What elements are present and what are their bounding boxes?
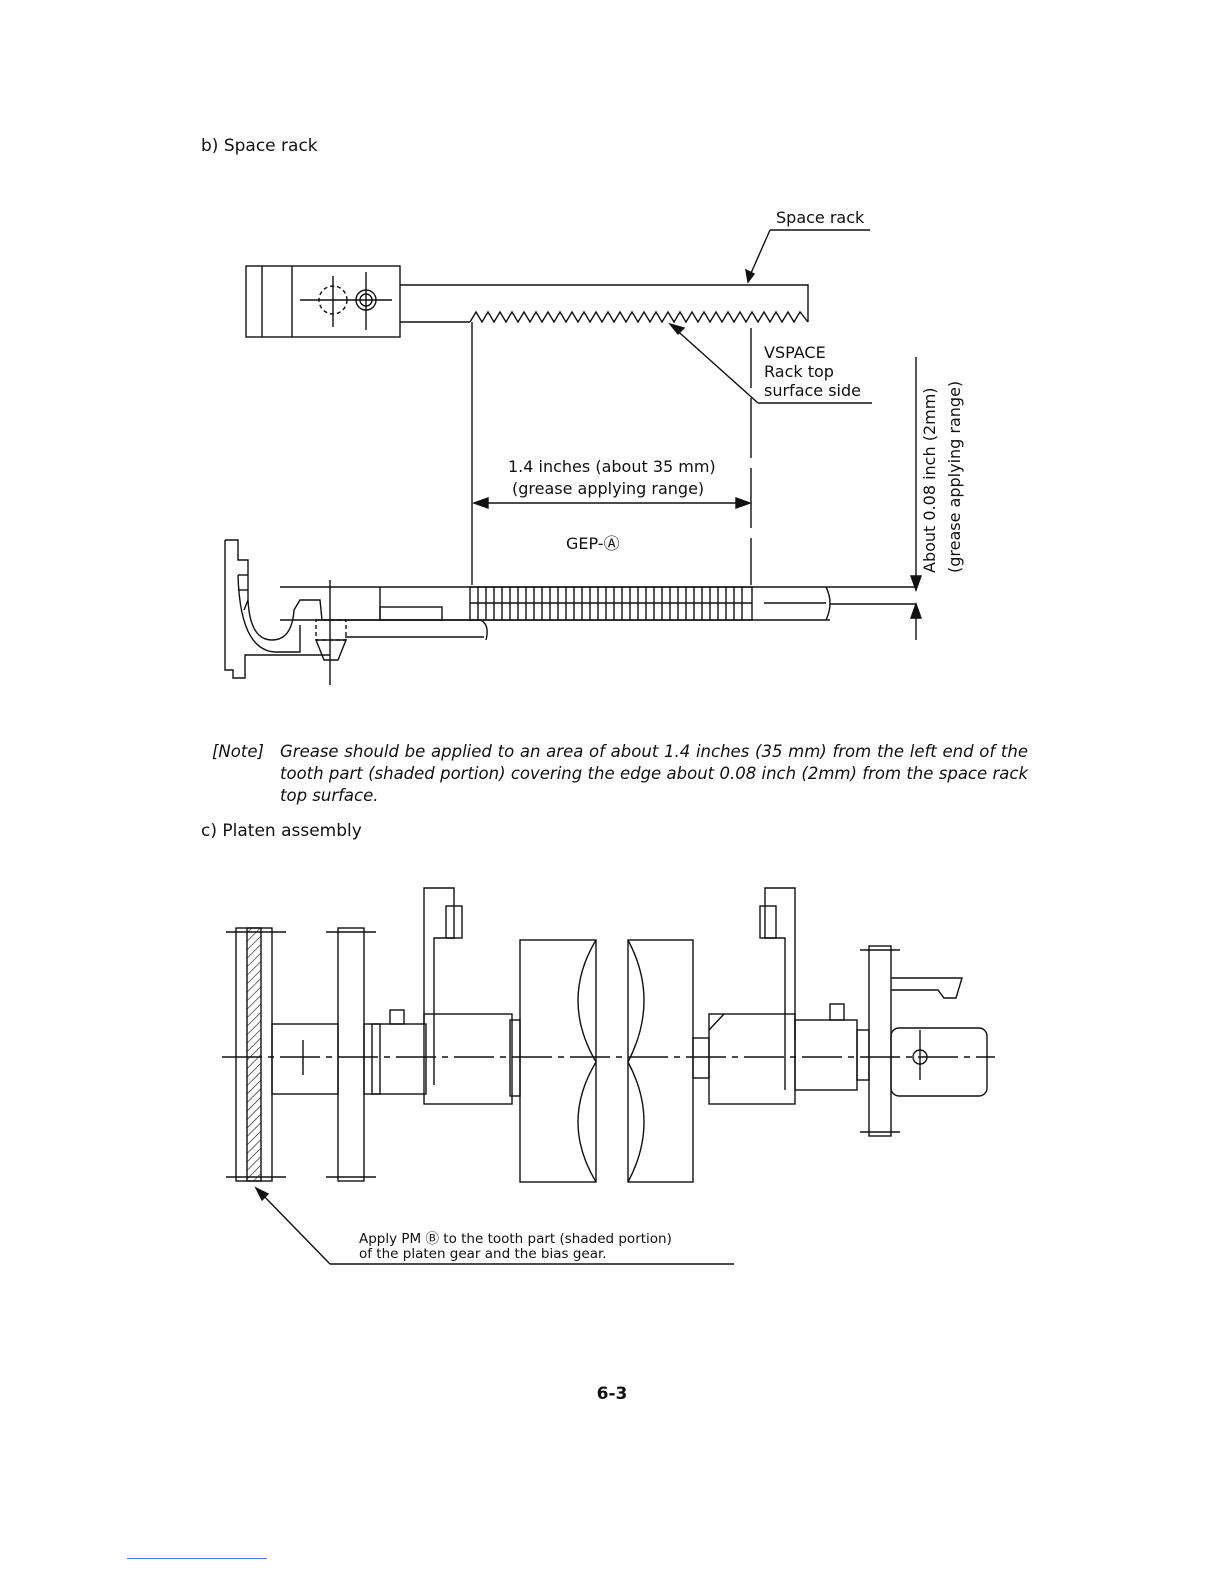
- label-vspace: VSPACE: [764, 343, 826, 362]
- note-label: [Note]: [212, 742, 264, 761]
- section-heading-platen-assembly: c) Platen assembly: [201, 821, 362, 841]
- dimension-length-sublabel: (grease applying range): [512, 479, 705, 498]
- grease-code-label: GEP-Ⓐ: [566, 534, 620, 553]
- footer-rule: [127, 1558, 267, 1559]
- bias-gear: [326, 927, 376, 1182]
- label-surface-side: surface side: [764, 381, 861, 400]
- right-bracket: [860, 945, 988, 1137]
- space-rack-top-view: [245, 265, 809, 338]
- platen-roller: [519, 939, 694, 1183]
- space-rack-side-view: [224, 539, 916, 685]
- dimension-length-label: 1.4 inches (about 35 mm): [508, 457, 716, 476]
- section-heading-space-rack: b) Space rack: [201, 136, 318, 156]
- platen-gear: [226, 927, 286, 1182]
- label-rack-top: Rack top: [764, 362, 834, 381]
- note-text: Grease should be applied to an area of a…: [280, 742, 1028, 805]
- page-number: 6-3: [596, 1384, 628, 1404]
- shaded-grease-area: [470, 587, 752, 620]
- label-space-rack: Space rack: [776, 208, 865, 227]
- rack-teeth: [469, 310, 809, 324]
- callout-line-2: of the platen gear and the bias gear.: [359, 1246, 607, 1262]
- callout-line-1: Apply PM Ⓑ to the tooth part (shaded por…: [359, 1231, 672, 1247]
